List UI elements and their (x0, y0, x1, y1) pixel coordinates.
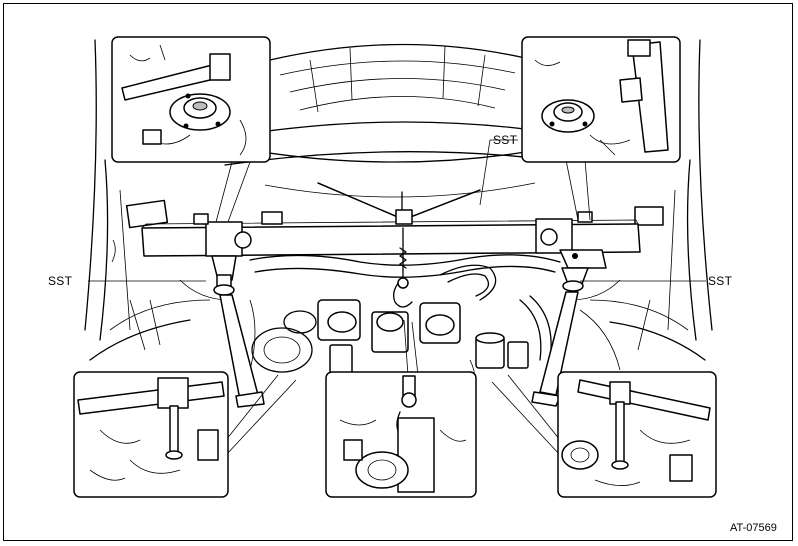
inset-bottom-right (557, 371, 717, 498)
inset-bottom-left (73, 371, 229, 498)
inset-top-left (111, 36, 271, 163)
sst-label-left: SST (48, 274, 73, 288)
leader-lines (88, 139, 706, 456)
figure-code: AT-07569 (730, 522, 777, 534)
inset-bottom-center (325, 371, 477, 498)
sst-beam (141, 211, 641, 296)
sst-lift-arms (317, 182, 481, 308)
sst-side-legs (219, 291, 579, 408)
engine-components (179, 254, 621, 401)
diagram-border (3, 3, 793, 541)
inset-top-right (521, 36, 681, 163)
sst-label-top: SST (493, 133, 518, 147)
sst-label-right: SST (708, 274, 733, 288)
